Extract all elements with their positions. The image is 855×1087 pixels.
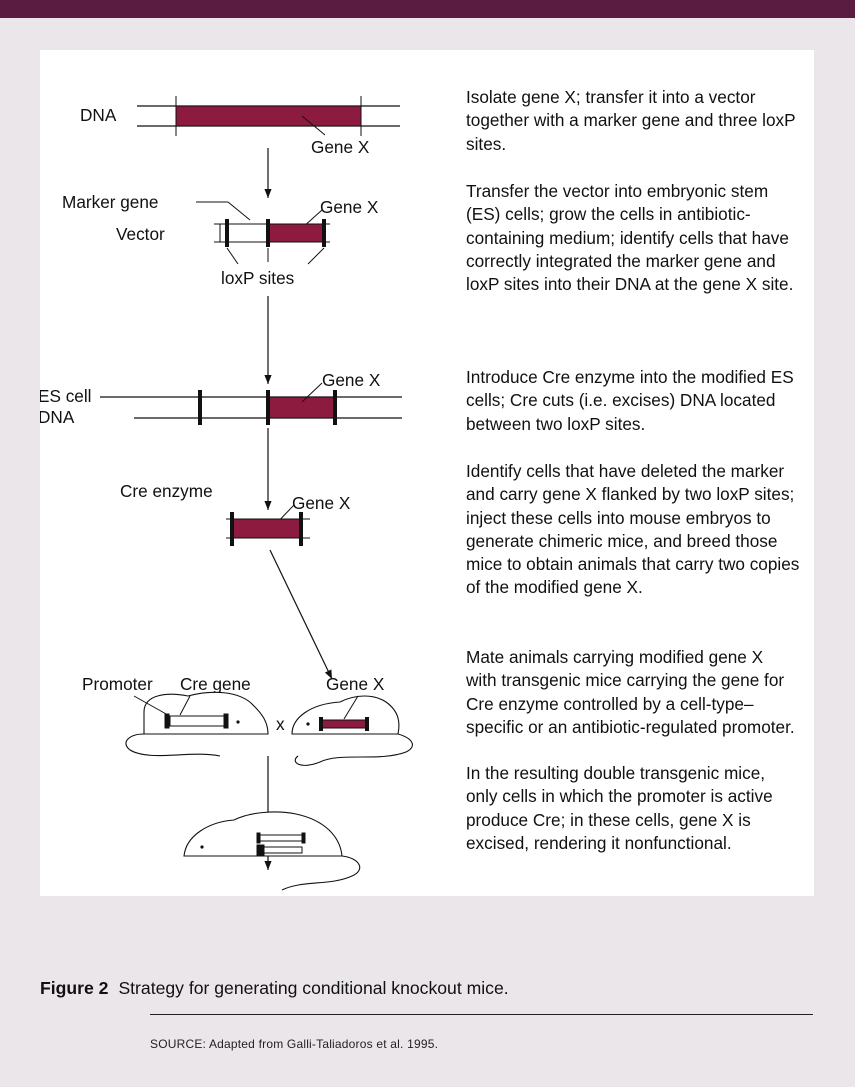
leader-line [179,695,191,716]
leader-line [227,201,251,221]
gene-x-block [175,105,362,127]
loxp-site [198,390,202,425]
double-transgenic-mouse-tail [200,845,361,891]
figure-label: Figure 2 [40,978,109,998]
loxp-leaders [226,247,325,265]
excised-gene-x [226,518,310,539]
gene-x-block [267,396,336,419]
leader-line [301,115,326,136]
cross-symbol: x [276,714,285,734]
step-text-6: In the resulting double transgenic mice,… [466,763,773,853]
figure-caption-text: Strategy for generating conditional knoc… [118,978,509,998]
loxp-site [333,390,337,425]
leader-line [301,382,323,403]
loxp-site [266,390,270,425]
vector-label: Vector [116,224,165,244]
es-dna-strand [100,396,402,419]
loxp-site [225,219,229,247]
step-text-2: Transfer the vector into embryonic stem … [466,181,794,295]
cre-gene-label: Cre gene [180,674,251,694]
step-text-5: Mate animals carrying modified gene X wi… [466,647,795,737]
gene-x-construct [319,717,369,731]
gene-x-label: Gene X [326,674,385,694]
loxp-site [266,219,270,247]
arrow [269,549,333,680]
gene-x-label: Gene X [292,493,351,513]
step-text-4: Identify cells that have deleted the mar… [466,461,800,598]
promoter-label: Promoter [82,674,153,694]
top-bar [0,0,855,18]
mouse-gene-x [291,695,413,766]
dna-label: DNA [80,105,117,125]
loxp-site [230,512,234,546]
es-cell-label: ES cell [40,386,92,406]
figure-caption: Figure 2 Strategy for generating conditio… [40,978,509,999]
es-dna-label: DNA [40,407,75,427]
excised-constructs [256,832,306,856]
caption-divider [150,1014,813,1015]
figure-panel: DNA Gene X Marker gene Gene X Vector [40,50,814,896]
loxp-site [299,512,303,546]
step-text-1: Isolate gene X; transfer it into a vecto… [466,87,796,154]
loxp-site [322,219,326,247]
loxp-label: loxP sites [221,268,294,288]
gene-x-label: Gene X [311,137,370,157]
step-text-3: Introduce Cre enzyme into the modified E… [466,367,794,434]
leader-line [343,695,359,720]
figure-frame: DNA Gene X Marker gene Gene X Vector [0,18,855,1087]
source-note: SOURCE: Adapted from Galli-Taliadoros et… [150,1037,439,1051]
cre-enzyme-label: Cre enzyme [120,481,213,501]
gene-x-label: Gene X [320,197,379,217]
cre-gene-construct [164,713,229,729]
marker-gene-label: Marker gene [62,192,159,212]
vector-construct [214,223,330,243]
diagram: DNA Gene X Marker gene Gene X Vector [40,96,413,891]
gene-x-label: Gene X [322,370,381,390]
leader-line [133,695,169,716]
double-transgenic-mouse [183,811,343,857]
